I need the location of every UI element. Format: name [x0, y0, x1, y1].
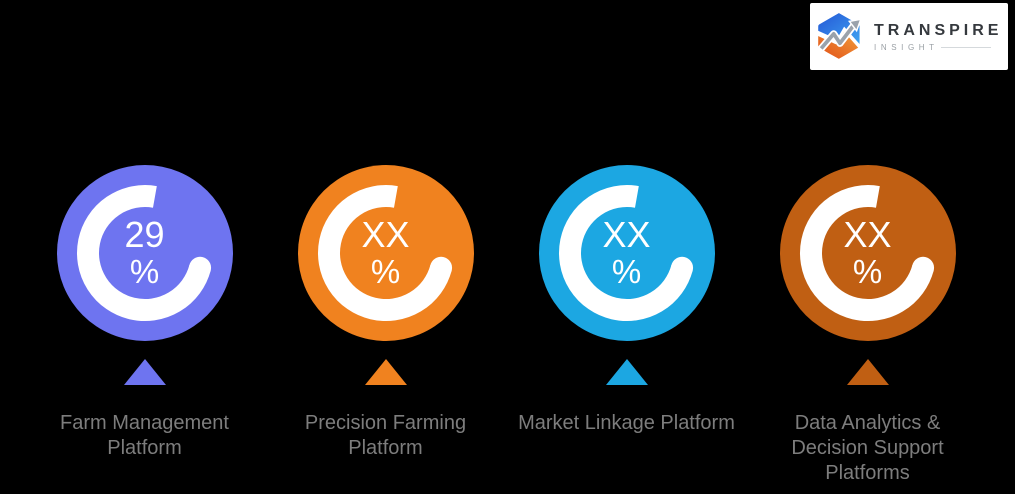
pointer-triangle — [123, 359, 166, 385]
logo-rule-line — [940, 46, 991, 48]
logo-tagline-text: INSIGHT — [874, 42, 939, 52]
percent-text: 29 % — [57, 165, 233, 341]
donut-graphic — [779, 165, 956, 341]
platform-label: Farm Management Platform — [60, 412, 229, 459]
pointer-triangle — [364, 359, 407, 385]
donut-arc — [76, 185, 211, 322]
platform-card-farm-management: 29 % Farm Management Platform — [24, 0, 265, 486]
percent-sign: % — [370, 253, 401, 290]
percent-sign: % — [129, 253, 160, 290]
donut-graphic — [56, 165, 233, 341]
logo-brand-text: TRANSPIRE — [874, 21, 1003, 39]
donut-arc — [799, 185, 934, 322]
donut-arc-cap — [911, 256, 934, 279]
platform-share-row: 29 % Farm Management Platform XX % Preci… — [24, 0, 988, 486]
donut-arc — [558, 185, 693, 322]
pointer-triangle — [605, 359, 648, 385]
platform-card-market-linkage: XX % Market Linkage Platform — [506, 0, 747, 486]
pointer-triangle — [846, 359, 889, 385]
donut-arc-cap — [670, 256, 693, 279]
percent-value: XX — [602, 214, 651, 255]
percent-sign: % — [611, 253, 642, 290]
percent-value: 29 — [124, 214, 165, 255]
donut-market-linkage: XX % — [538, 165, 715, 341]
donut-graphic — [297, 165, 474, 341]
percent-sign: % — [852, 253, 883, 290]
donut-data-analytics: XX % — [779, 165, 956, 341]
percent-value: XX — [361, 214, 410, 255]
transpire-hex-arrow-icon — [817, 12, 862, 59]
donut-precision-farming: XX % — [297, 165, 474, 341]
donut-farm-management: 29 % — [56, 165, 233, 341]
transpire-logo: TRANSPIRE INSIGHT — [810, 3, 1008, 70]
platform-card-precision-farming: XX % Precision Farming Platform — [265, 0, 506, 486]
percent-text: XX % — [780, 165, 956, 341]
platform-label: Data Analytics & Decision Support Platfo… — [791, 412, 944, 484]
percent-text: XX % — [298, 165, 474, 341]
percent-text: XX % — [539, 165, 715, 341]
donut-arc — [317, 185, 452, 322]
donut-arc-cap — [429, 256, 452, 279]
donut-graphic — [538, 165, 715, 341]
platform-label: Market Linkage Platform — [518, 412, 735, 434]
platform-label: Precision Farming Platform — [304, 412, 467, 459]
logo-zigzag-arrow — [817, 17, 862, 52]
percent-value: XX — [843, 214, 892, 255]
platform-card-data-analytics: XX % Data Analytics & Decision Support P… — [747, 0, 988, 486]
logo-wordmark: TRANSPIRE INSIGHT — [874, 22, 1002, 52]
donut-arc-cap — [188, 256, 211, 279]
